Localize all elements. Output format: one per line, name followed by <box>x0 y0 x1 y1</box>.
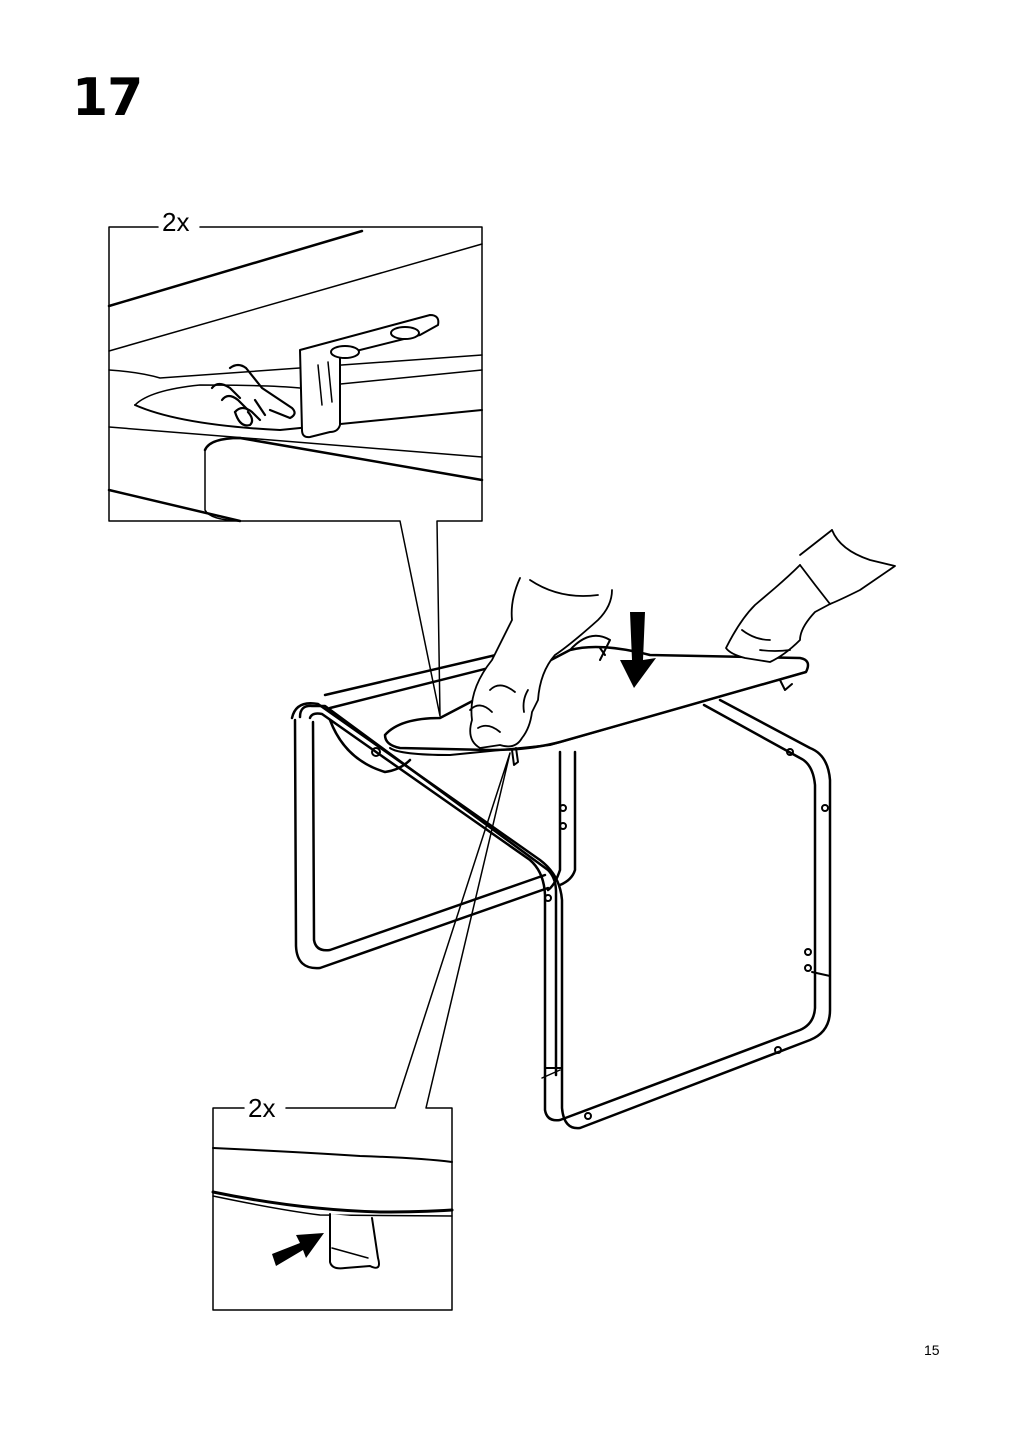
pointing-hand-icon <box>210 363 296 427</box>
right-hand <box>725 529 896 663</box>
page-number: 15 <box>924 1342 940 1358</box>
callout-top-detail <box>107 226 484 717</box>
step-number: 17 <box>72 68 143 128</box>
callout-top-quantity: 2x <box>160 207 192 237</box>
left-hand <box>469 577 613 749</box>
callout-bottom-quantity: 2x <box>246 1093 278 1123</box>
callout-bottom-detail <box>211 752 511 1311</box>
down-arrow-icon <box>620 612 656 688</box>
push-arrow-icon <box>272 1233 324 1266</box>
